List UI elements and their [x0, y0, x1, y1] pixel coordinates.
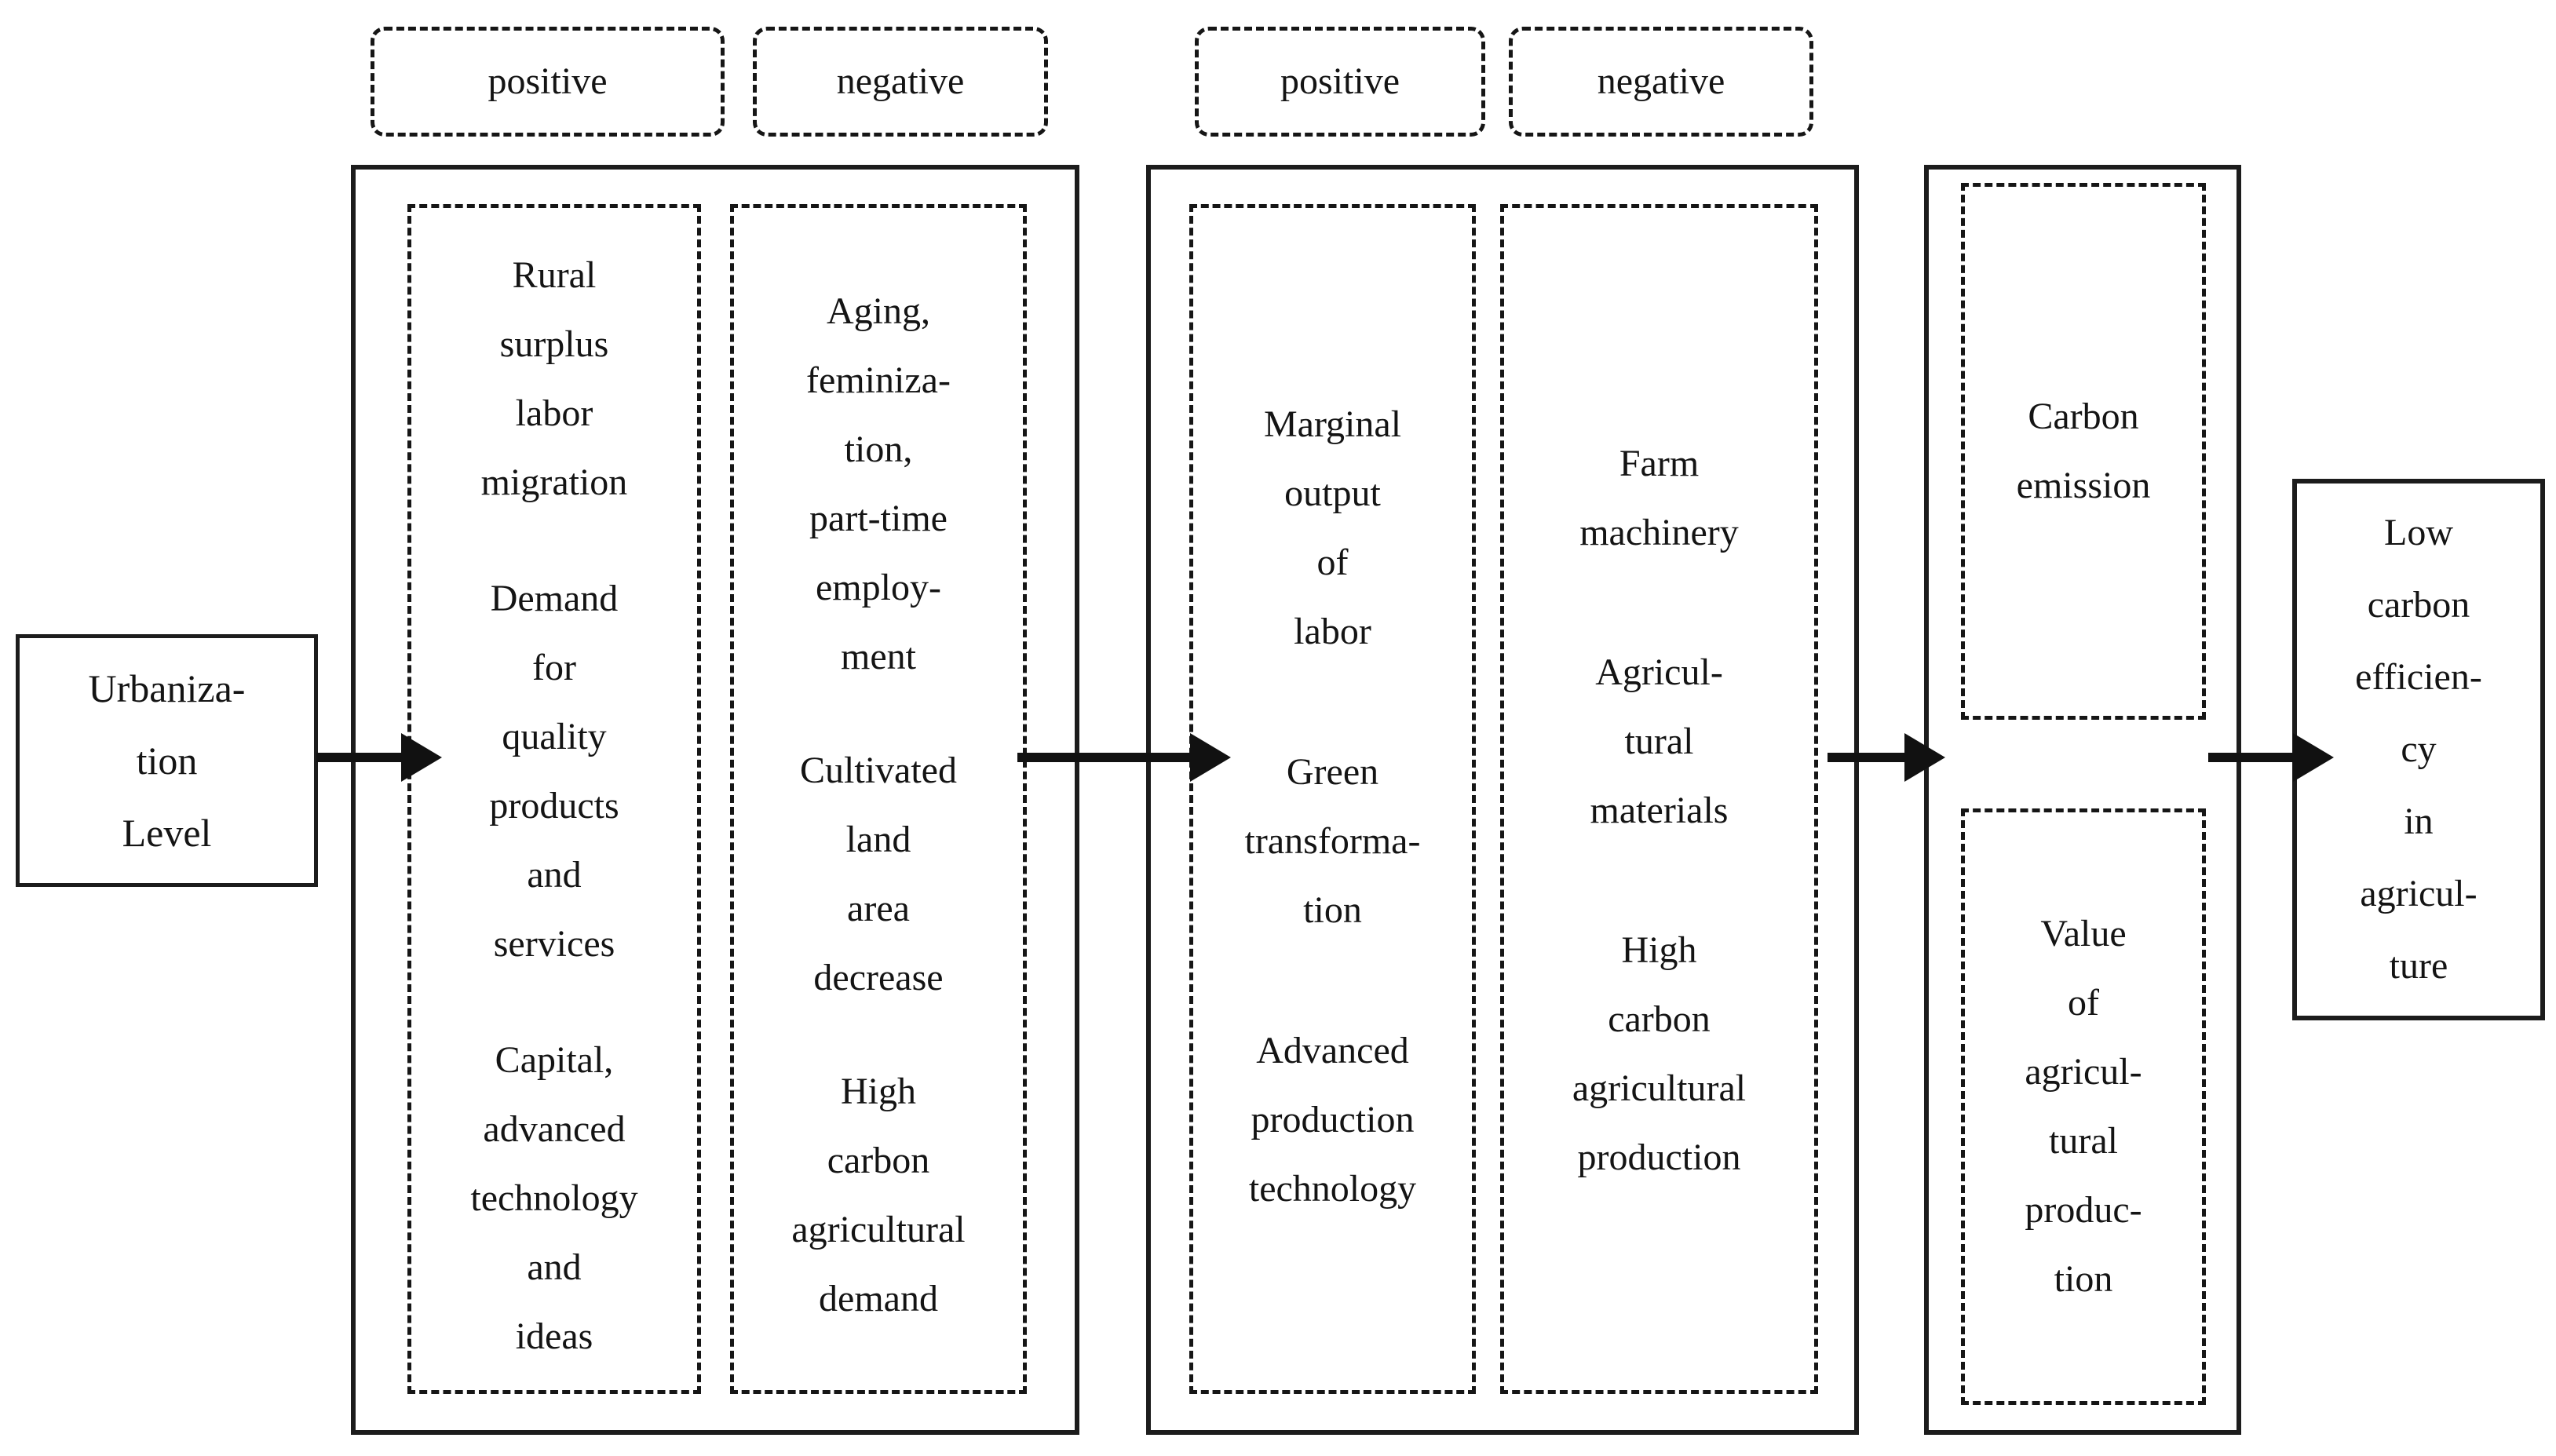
arrow-shaft	[316, 753, 401, 762]
low-carbon-efficiency-text: Low carbon efficien- cy in agricul- ture	[2355, 512, 2482, 987]
carbon-emission-box: Carbon emission	[1961, 183, 2206, 720]
text-group: Agricul- tural materials	[1590, 651, 1729, 831]
value-of-agricultural-production-text: Value of agricul- tural produc- tion	[2025, 913, 2142, 1300]
label-positive-1-text: positive	[487, 60, 608, 102]
arrow-head-icon	[1190, 733, 1231, 782]
text-group: Farm machinery	[1579, 443, 1739, 553]
carbon-emission-text: Carbon emission	[2016, 396, 2151, 506]
arrow-stage1-to-stage2	[1017, 732, 1231, 783]
urbanization-level-box: Urbaniza- tion Level	[16, 634, 318, 887]
arrow-urbanization-to-stage1	[316, 732, 442, 783]
stage1-negative-column: Aging, feminiza- tion, part-time employ-…	[730, 204, 1027, 1394]
text-group: Advanced production technology	[1248, 1030, 1417, 1210]
label-negative-1-text: negative	[836, 60, 965, 102]
low-carbon-efficiency-box: Low carbon efficien- cy in agricul- ture	[2292, 479, 2545, 1020]
text-group: Green transforma- tion	[1244, 751, 1421, 931]
label-negative-2-text: negative	[1597, 60, 1725, 102]
stage1-positive-column: Rural surplus labor migration Demand for…	[407, 204, 701, 1394]
arrow-head-icon	[1904, 733, 1945, 782]
label-negative-2: negative	[1509, 27, 1813, 137]
arrow-head-icon	[2293, 733, 2334, 782]
text-group: Aging, feminiza- tion, part-time employ-…	[806, 290, 951, 677]
arrow-stage3-to-outcome	[2208, 732, 2334, 783]
label-positive-2-text: positive	[1280, 60, 1400, 102]
stage1-box: Rural surplus labor migration Demand for…	[351, 165, 1079, 1435]
arrow-head-icon	[401, 733, 442, 782]
text-group: Capital, advanced technology and ideas	[470, 1039, 638, 1357]
label-negative-1: negative	[753, 27, 1048, 137]
stage2-positive-column: Marginal output of labor Green transform…	[1189, 204, 1476, 1394]
text-group: Cultivated land area decrease	[800, 750, 957, 998]
arrow-stage2-to-stage3	[1828, 732, 1945, 783]
stage2-box: Marginal output of labor Green transform…	[1146, 165, 1859, 1435]
text-group: High carbon agricultural production	[1572, 929, 1747, 1178]
arrow-shaft	[2208, 753, 2293, 762]
urbanization-level-text: Urbaniza- tion Level	[88, 666, 246, 855]
value-of-agricultural-production-box: Value of agricul- tural produc- tion	[1961, 808, 2206, 1405]
stage3-box: Carbon emission Value of agricul- tural …	[1924, 165, 2241, 1435]
arrow-shaft	[1828, 753, 1904, 762]
stage2-negative-column: Farm machinery Agricul- tural materials …	[1500, 204, 1818, 1394]
label-positive-1: positive	[371, 27, 725, 137]
text-group: High carbon agricultural demand	[791, 1071, 966, 1319]
arrow-shaft	[1017, 753, 1190, 762]
text-group: Demand for quality products and services	[489, 578, 619, 965]
text-group: Marginal output of labor	[1263, 403, 1402, 652]
text-group: Rural surplus labor migration	[480, 254, 628, 503]
label-positive-2: positive	[1195, 27, 1485, 137]
